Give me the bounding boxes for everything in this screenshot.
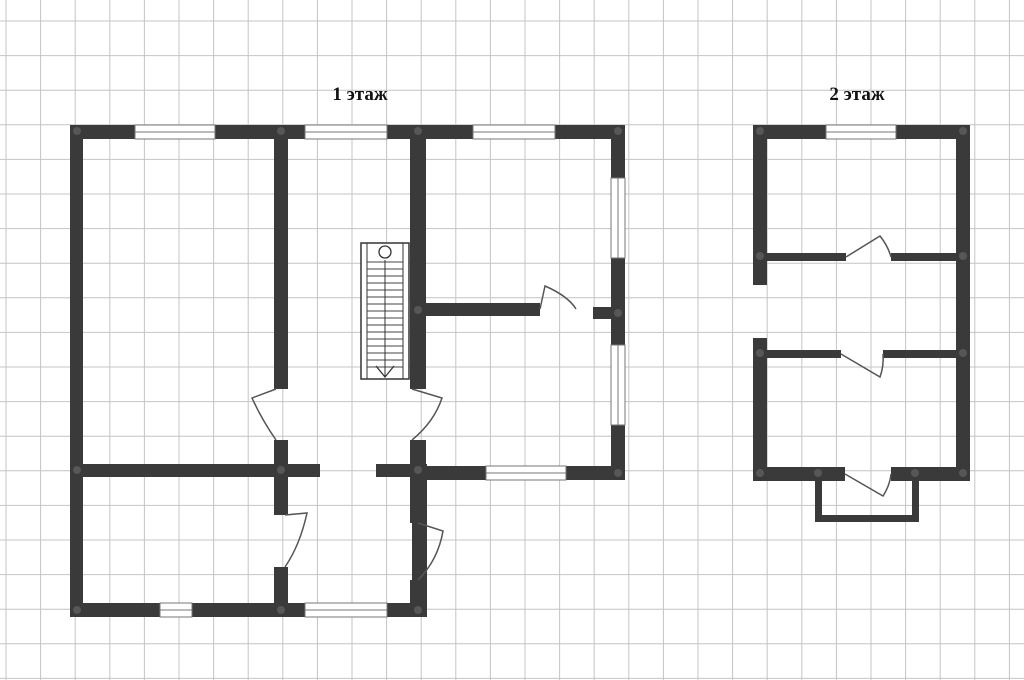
door-swing bbox=[411, 388, 443, 441]
balcony bbox=[815, 478, 919, 522]
door-swing bbox=[539, 284, 577, 310]
window bbox=[610, 344, 626, 426]
floor-1-title: 1 этаж bbox=[332, 84, 388, 105]
door-swing bbox=[284, 512, 308, 568]
floor-1-windows bbox=[134, 124, 626, 618]
door-swing bbox=[840, 353, 884, 379]
staircase bbox=[360, 242, 410, 380]
floor-1-plan: 1 этаж bbox=[70, 84, 626, 618]
floor-1-interior-walls bbox=[70, 139, 625, 617]
door-swing bbox=[844, 473, 892, 498]
floor-2-wall-joints bbox=[756, 127, 967, 477]
door-swing bbox=[250, 388, 277, 441]
floor-2-plan: 2 этаж bbox=[753, 84, 970, 522]
window bbox=[825, 124, 897, 140]
window bbox=[159, 602, 193, 618]
floor-2-doors bbox=[840, 235, 892, 498]
floor-1-wall-joints bbox=[73, 127, 622, 614]
window bbox=[610, 177, 626, 259]
floor-2-outer-walls bbox=[753, 125, 970, 481]
window bbox=[304, 124, 388, 140]
window bbox=[304, 602, 388, 618]
door-swing bbox=[417, 522, 444, 581]
door-swing bbox=[845, 235, 892, 258]
floor-2-interior-walls bbox=[767, 253, 956, 358]
window bbox=[134, 124, 216, 140]
floor-2-windows bbox=[825, 124, 897, 140]
floor-1-doors bbox=[250, 284, 577, 581]
floor-2-title: 2 этаж bbox=[829, 84, 885, 105]
window bbox=[485, 465, 567, 481]
window bbox=[472, 124, 556, 140]
